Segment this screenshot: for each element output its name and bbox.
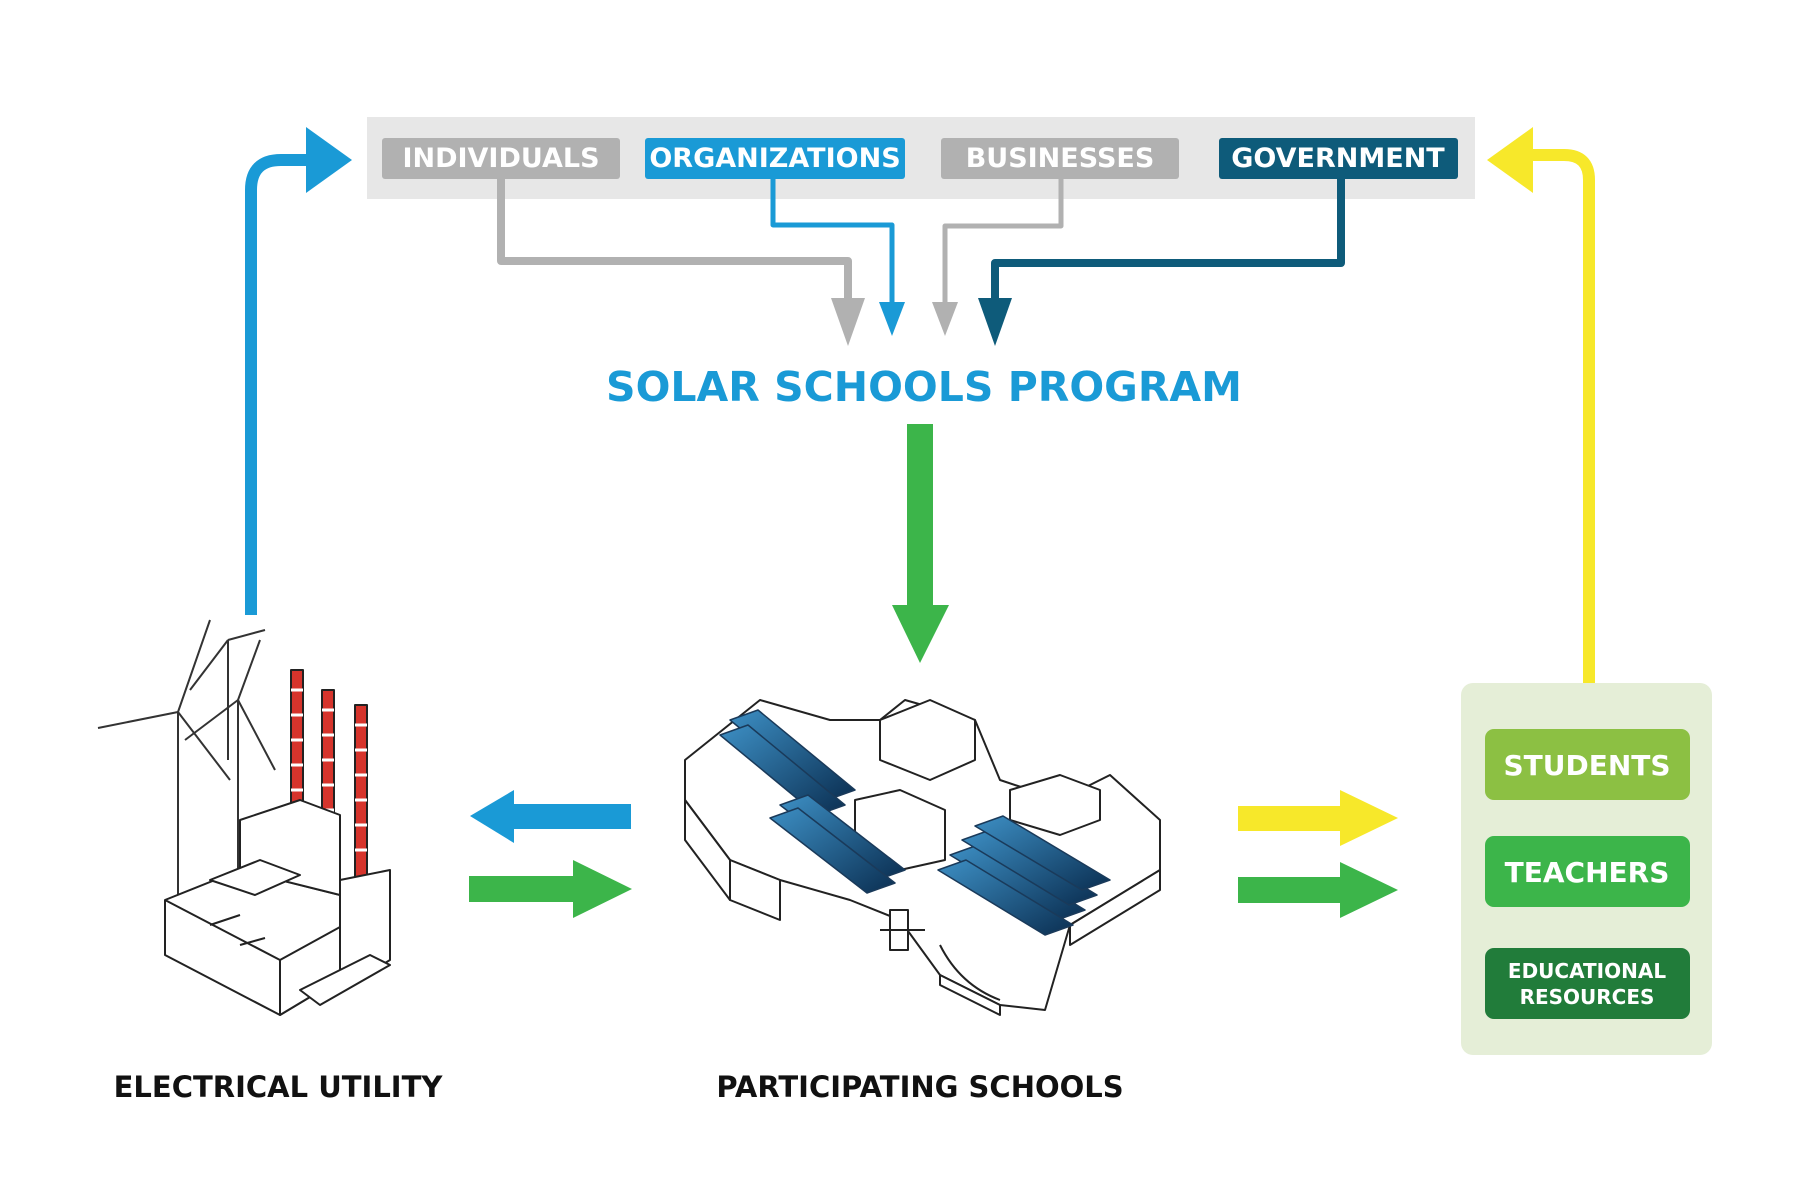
power-plant-wind-turbine-icon [97,619,391,1016]
organizations-funding-line [770,179,895,303]
participating-schools-caption: PARTICIPATING SCHOOLS [716,1070,1123,1104]
stakeholder-individuals-label: INDIVIDUALS [402,143,599,174]
stakeholder-businesses: BUSINESSES [941,138,1179,179]
stakeholder-organizations: ORGANIZATIONS [645,138,905,179]
program-to-schools-arrow-shaft [907,424,933,609]
utility-to-schools-arrow [469,860,632,918]
utility-to-stakeholders-arrowhead [306,127,352,193]
stakeholder-businesses-label: BUSINESSES [966,143,1155,174]
stakeholder-individuals: INDIVIDUALS [382,138,620,179]
utility-to-stakeholders-line [245,154,310,615]
beneficiary-students: STUDENTS [1485,729,1690,800]
government-funding-line [991,179,1345,300]
schools-to-beneficiaries-yellow-arrow [1238,790,1398,846]
schools-to-utility-arrow [470,790,631,843]
stakeholder-government: GOVERNMENT [1219,138,1458,179]
beneficiary-educational-resources: EDUCATIONAL RESOURCES [1485,948,1690,1019]
businesses-funding-line [942,179,1064,303]
beneficiaries-to-stakeholders-arrowhead [1487,127,1533,193]
businesses-arrowhead [932,302,958,336]
beneficiary-educational-label-line2: RESOURCES [1520,985,1655,1009]
schools-to-beneficiaries-green-arrow [1238,862,1398,918]
stakeholder-organizations-label: ORGANIZATIONS [649,143,900,174]
program-to-schools-arrowhead [892,605,949,663]
beneficiaries-to-stakeholders-line [1530,149,1595,683]
school-building-solar-panels-icon [684,699,1161,1016]
program-title: SOLAR SCHOOLS PROGRAM [606,363,1242,411]
individuals-funding-line [497,179,852,300]
beneficiary-educational-label-line1: EDUCATIONAL [1508,959,1666,983]
beneficiary-teachers-label: TEACHERS [1505,856,1670,889]
individuals-arrowhead [831,298,865,346]
organizations-arrowhead [879,302,905,336]
government-arrowhead [978,298,1012,346]
electrical-utility-caption: ELECTRICAL UTILITY [114,1070,444,1104]
beneficiary-teachers: TEACHERS [1485,836,1690,907]
stakeholder-government-label: GOVERNMENT [1231,143,1445,174]
beneficiary-students-label: STUDENTS [1503,749,1670,782]
